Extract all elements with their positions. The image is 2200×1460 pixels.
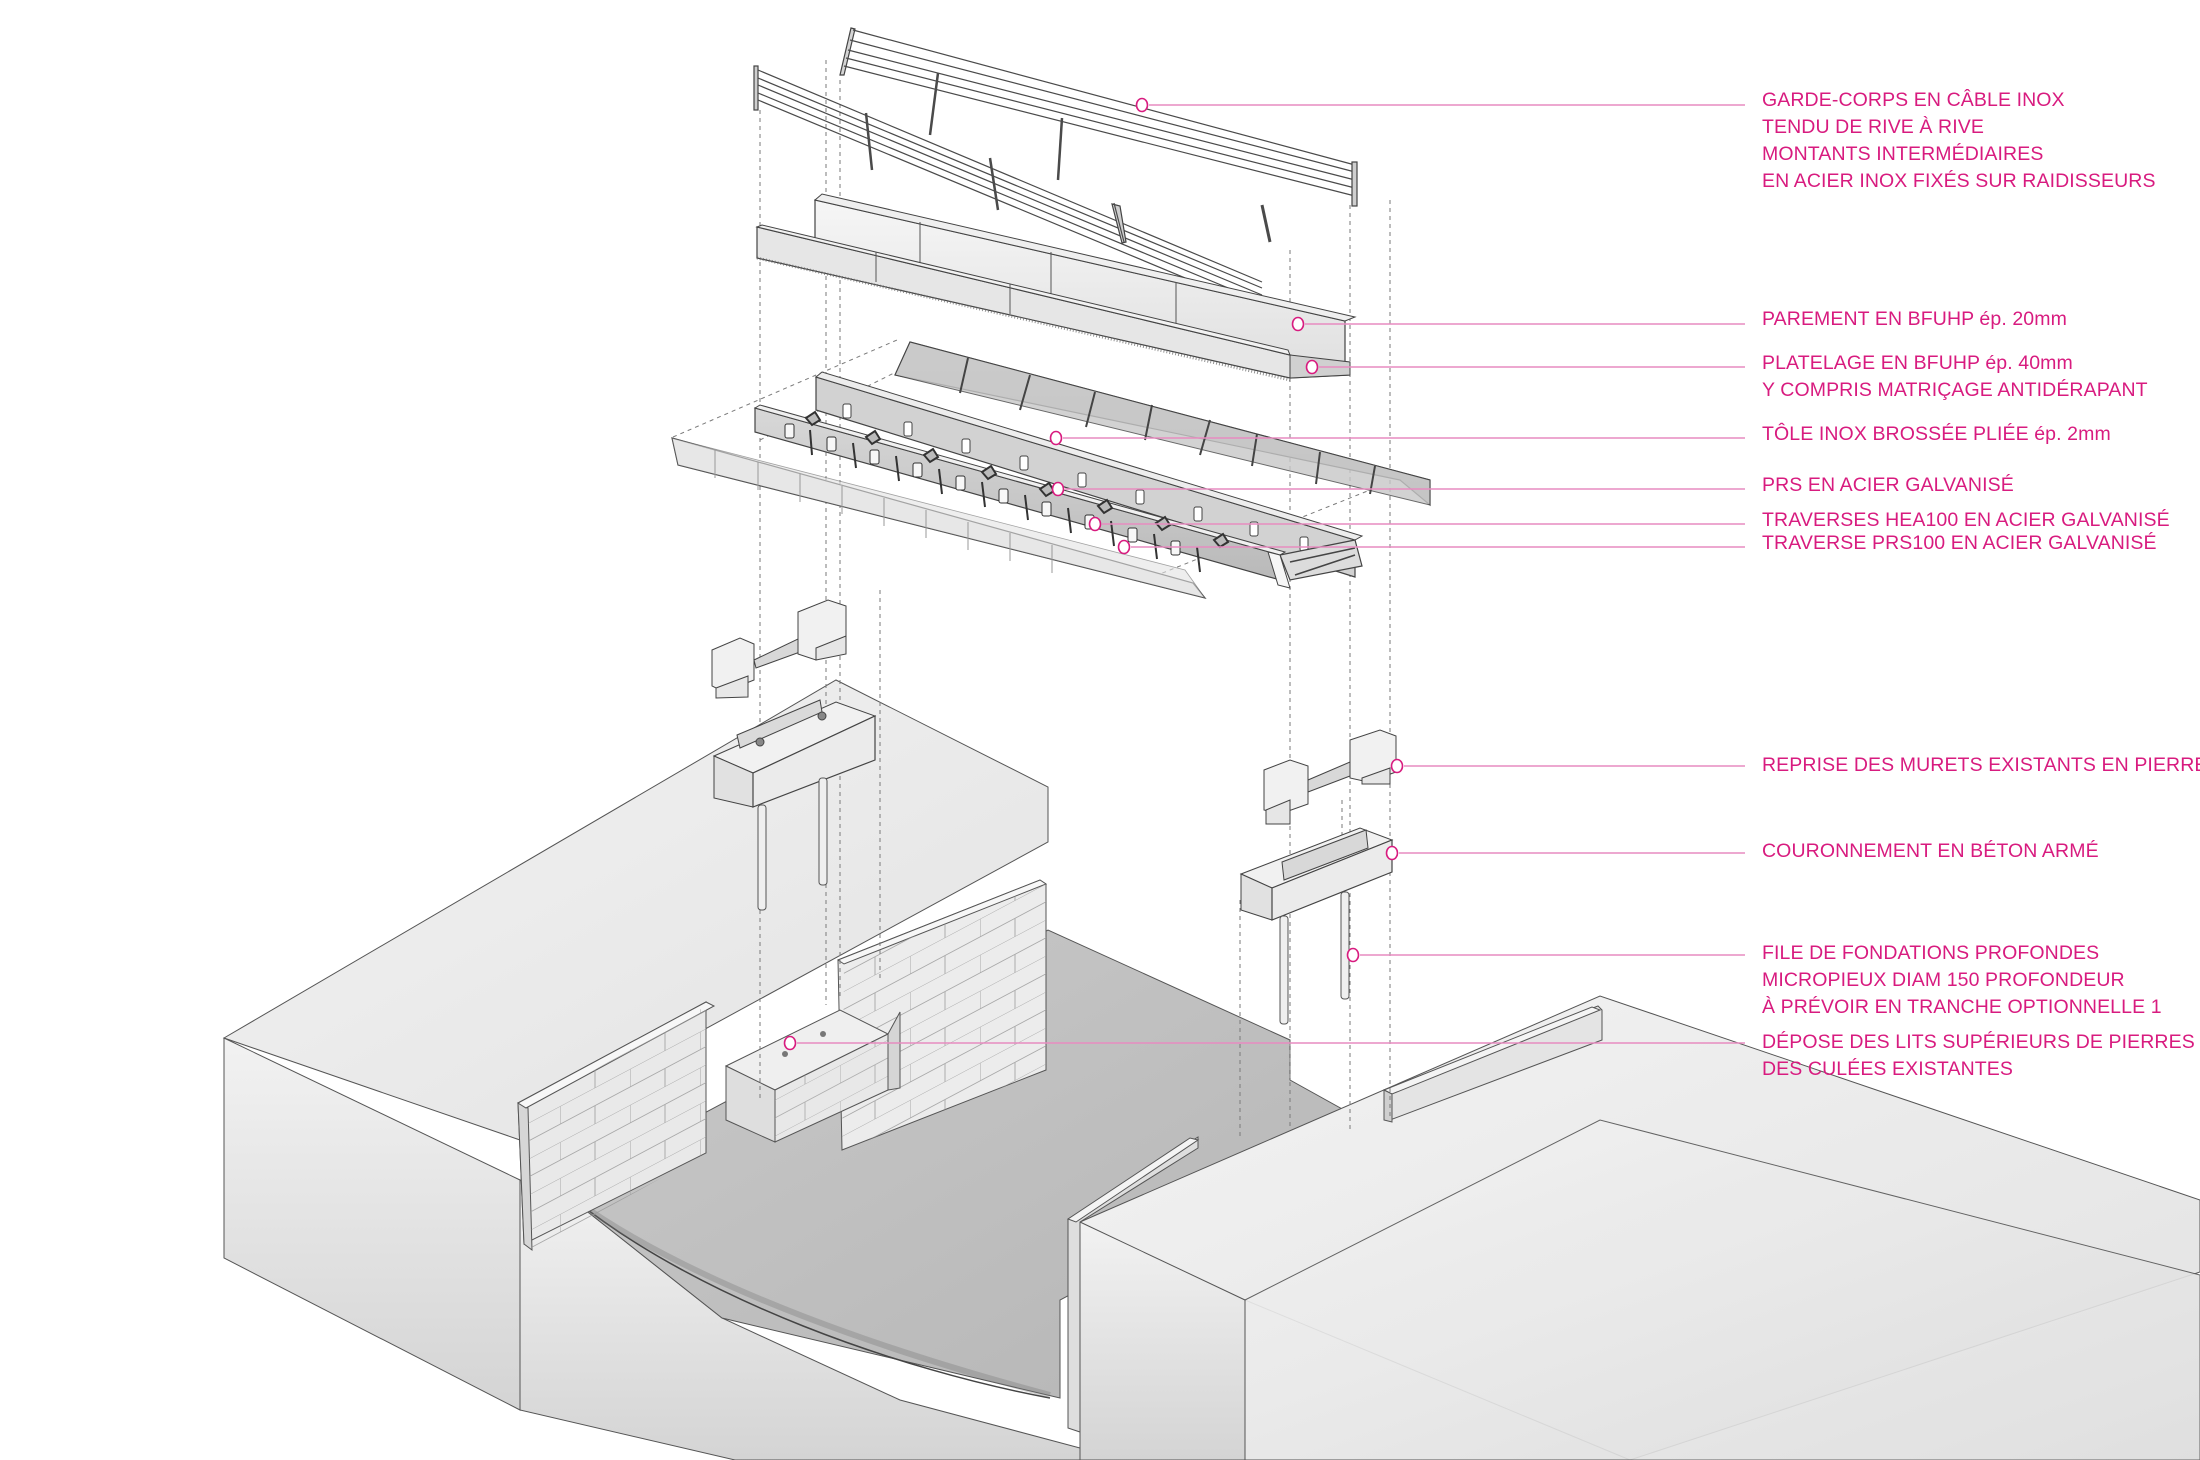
leader-dot-traverse-prs100 bbox=[1117, 539, 1131, 555]
label-traverses-hea100: TRAVERSES HEA100 EN ACIER GALVANISÉ bbox=[1762, 509, 2170, 531]
label-prs: PRS EN ACIER GALVANISÉ bbox=[1762, 474, 2014, 496]
leader-dot-depose bbox=[783, 1035, 797, 1051]
platelage-bfuhp bbox=[755, 224, 1351, 382]
annotation-leaders bbox=[783, 97, 1745, 1051]
hea100-crossbeams bbox=[804, 410, 1230, 549]
label-garde-corps: GARDE-CORPS EN CÂBLE INOX TENDU DE RIVE … bbox=[1762, 89, 2156, 192]
label-depose: DÉPOSE DES LITS SUPÉRIEURS DE PIERRES DE… bbox=[1762, 1031, 2195, 1080]
leader-dot-parement bbox=[1291, 316, 1305, 332]
leader-dot-tole bbox=[1049, 430, 1063, 446]
right-stone-parapet-pieces bbox=[1263, 729, 1397, 825]
tole-inox-pliee bbox=[894, 341, 1431, 507]
leader-dot-couronnement bbox=[1385, 845, 1399, 861]
right-micropiles bbox=[1279, 891, 1350, 1025]
right-low-wall-front bbox=[1066, 1136, 1200, 1433]
abutment-existing-block bbox=[724, 1009, 901, 1143]
leader-dot-reprise-murets bbox=[1390, 758, 1404, 774]
leader-dot-fondations bbox=[1346, 947, 1360, 963]
leader-dot-prs bbox=[1051, 481, 1065, 497]
left-micropiles bbox=[757, 777, 828, 911]
leader-dot-traverses-hea100 bbox=[1088, 516, 1102, 532]
label-reprise-murets: REPRISE DES MURETS EXISTANTS EN PIERRE bbox=[1762, 754, 2200, 776]
label-platelage: PLATELAGE EN BFUHP ép. 40mm Y COMPRIS MA… bbox=[1762, 352, 2148, 401]
leader-dot-garde-corps bbox=[1135, 97, 1149, 113]
right-low-wall-back bbox=[1382, 1005, 1603, 1123]
right-abutment-block bbox=[1079, 995, 2200, 1460]
label-fondations: FILE DE FONDATIONS PROFONDES MICROPIEUX … bbox=[1762, 942, 2162, 1018]
left-concrete-crown bbox=[712, 699, 877, 808]
label-couronnement: COURONNEMENT EN BÉTON ARMÉ bbox=[1762, 840, 2099, 862]
label-tole-inox: TÔLE INOX BROSSÉE PLIÉE ép. 2mm bbox=[1762, 423, 2111, 445]
right-concrete-crown bbox=[1239, 827, 1394, 921]
prs-beam-back bbox=[814, 371, 1364, 578]
label-parement: PAREMENT EN BFUHP ép. 20mm bbox=[1762, 308, 2067, 330]
left-stone-wall-front bbox=[517, 1001, 716, 1252]
label-traverse-prs100: TRAVERSE PRS100 EN ACIER GALVANISÉ bbox=[1762, 532, 2157, 554]
leader-dot-platelage bbox=[1305, 359, 1319, 375]
parement-bfuhp bbox=[813, 193, 1357, 371]
left-stone-parapet-pieces bbox=[711, 599, 847, 699]
side-fascia-panel bbox=[671, 437, 1207, 600]
prs100-end-crossbeam bbox=[1267, 539, 1363, 589]
cable-railing-front bbox=[753, 65, 1272, 311]
cable-railing-back bbox=[839, 27, 1358, 207]
